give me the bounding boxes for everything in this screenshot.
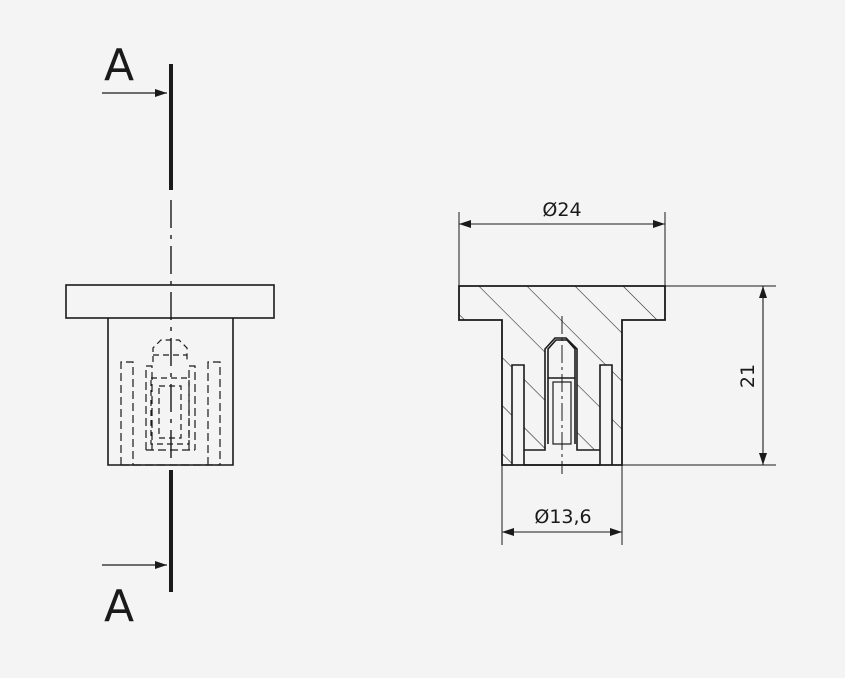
front-view <box>65 64 275 592</box>
slot-right <box>599 364 613 465</box>
dim-label-flange-diameter: Ø24 <box>542 199 581 221</box>
section-marker-bottom: A <box>104 581 134 632</box>
hidden-pin <box>150 339 190 445</box>
section-view: Ø24 Ø13,6 21 <box>458 199 776 545</box>
dim-label-overall-height: 21 <box>737 364 759 388</box>
inner-cavity <box>524 337 600 451</box>
slot-left <box>511 364 525 465</box>
section-hatch <box>459 286 665 465</box>
dim-label-body-diameter: Ø13,6 <box>534 506 591 528</box>
flange-outline <box>65 284 275 319</box>
section-marker-top: A <box>104 40 134 91</box>
hidden-slots <box>120 361 221 466</box>
